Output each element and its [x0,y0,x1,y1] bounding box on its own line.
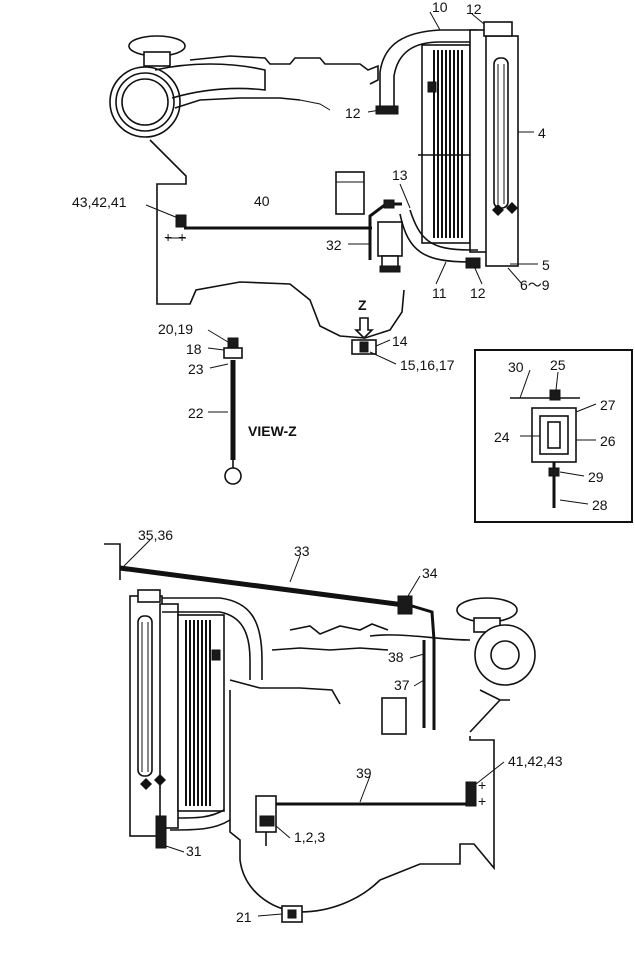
label-18: 18 [186,341,202,357]
drain-valve-14 [351,317,377,355]
upper-hose-10 [375,29,478,115]
label-14: 14 [392,333,408,349]
svg-text:+: + [478,777,486,793]
label-39: 39 [356,765,372,781]
label-43-42-41: 43,42,41 [72,194,127,210]
pipe-39 [255,781,477,846]
leader-lines-bottom [123,539,505,917]
air-cleaner-bottom [369,597,536,701]
svg-text:+: + [178,229,186,245]
label-31: 31 [186,843,202,859]
label-34: 34 [422,565,438,581]
label-view-arrow-z: Z [358,297,367,313]
label-12-left: 12 [345,105,361,121]
reserve-tank-top [335,171,365,215]
label-29: 29 [588,469,604,485]
lower-hose-11 [399,209,481,269]
svg-text:+: + [478,793,486,809]
label-10: 10 [432,0,448,15]
detail-box [474,349,633,523]
label-20-19: 20,19 [158,321,193,337]
label-32: 32 [326,237,342,253]
engine-outline-top [149,55,405,339]
label-21: 21 [236,909,252,925]
label-5: 5 [542,257,550,273]
label-13: 13 [392,167,408,183]
radiator-top [418,21,519,267]
label-12-top: 12 [466,1,482,17]
label-4: 4 [538,125,546,141]
leader-lines-top [145,11,597,505]
label-6-to-9: 6～9 [520,277,550,293]
air-cleaner-top [109,35,266,138]
thermostat-32 [368,199,403,273]
label-27: 27 [600,397,616,413]
lower-hose-bottom [169,809,231,831]
label-view-z: VIEW-Z [248,423,297,439]
drain-stick-22 [223,337,243,485]
overflow-pipe-33 [104,543,436,730]
drain-valve-21 [281,905,303,923]
label-28: 28 [592,497,608,513]
label-30: 30 [508,359,524,375]
label-22: 22 [188,405,204,421]
radiator-bottom [129,589,225,849]
label-12-bottom: 12 [470,285,486,301]
reserve-tank-bottom [381,697,407,735]
label-41-42-43: 41,42,43 [508,753,563,769]
label-33: 33 [294,543,310,559]
part-labels: 10 12 12 4 13 43,42,41 40 32 5 11 12 6～9… [72,0,616,925]
bolt-marks: + + + + [164,229,486,809]
svg-text:+: + [164,229,172,245]
label-38: 38 [388,649,404,665]
label-15-16-17: 15,16,17 [400,357,455,373]
label-37: 37 [394,677,410,693]
top-assembly [109,11,633,523]
engine-outline-bottom [229,623,501,913]
label-35-36: 35,36 [138,527,173,543]
label-1-2-3: 1,2,3 [294,829,325,845]
label-26: 26 [600,433,616,449]
label-40: 40 [254,193,270,209]
pipe-40 [166,214,372,239]
label-11: 11 [432,285,447,301]
label-23: 23 [188,361,204,377]
label-25: 25 [550,357,566,373]
label-24: 24 [494,429,510,445]
upper-hose-bottom [162,597,263,680]
bottom-assembly [104,539,536,923]
